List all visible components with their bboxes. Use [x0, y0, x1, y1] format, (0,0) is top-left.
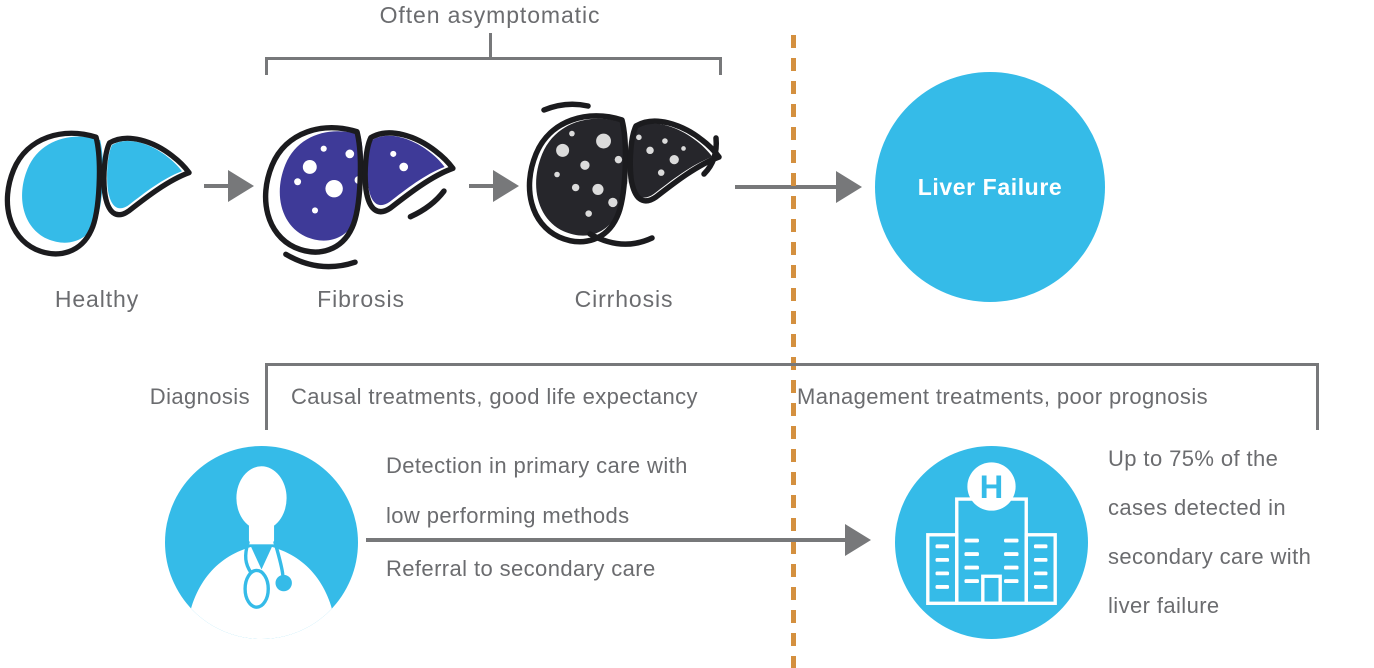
fibrosis-accent-bottom — [283, 251, 358, 270]
stage-label-cirrhosis: Cirrhosis — [574, 286, 674, 312]
cirrhosis-accent-bottom — [587, 231, 655, 247]
cirrhosis-accent-top — [541, 101, 591, 113]
primary-care-line-1: Detection in primary care with — [386, 453, 688, 478]
arrow-fibrosis-cirrhosis-head — [493, 170, 519, 202]
arrow-to-liver-failure-head — [836, 171, 862, 203]
stage-label-fibrosis: Fibrosis — [317, 286, 405, 312]
hospital-building-icon: H — [895, 446, 1088, 639]
fibrosis-liver-outline — [262, 125, 456, 255]
doctor-coat — [186, 545, 337, 639]
healthy-liver-fill — [22, 136, 182, 243]
hospital-h-badge — [967, 462, 1016, 511]
dashed-divider-line — [791, 35, 796, 668]
cirrhosis-liver-icon — [526, 101, 722, 247]
liver-failure-node: Liver Failure — [875, 72, 1105, 302]
cirrhosis-accent-right — [701, 135, 719, 177]
secondary-care-line-3: secondary care with — [1108, 544, 1312, 569]
often-asymptomatic-label: Often asymptomatic — [379, 2, 601, 28]
secondary-care-line-4: liver failure — [1108, 593, 1220, 618]
secondary-care-line-1: Up to 75% of the — [1108, 446, 1279, 471]
management-treatments-label: Management treatments, poor prognosis — [797, 384, 1209, 409]
stethoscope-chestpiece — [275, 574, 292, 592]
fibrosis-liver-fill — [279, 131, 445, 241]
primary-care-line-2: low performing methods — [386, 503, 630, 528]
cirrhosis-dots — [554, 130, 686, 217]
liver-failure-label: Liver Failure — [917, 173, 1063, 200]
healthy-liver-outline — [4, 130, 192, 257]
arrow-referral-head — [845, 524, 871, 556]
treatment-phase-bracket — [265, 363, 1319, 430]
arrow-to-liver-failure — [735, 185, 836, 189]
diagnosis-label: Diagnosis — [149, 384, 250, 409]
bracket-stem — [489, 33, 492, 58]
hospital-circle-background — [895, 446, 1088, 639]
primary-care-line-3: Referral to secondary care — [386, 556, 656, 581]
stage-label-healthy: Healthy — [54, 286, 140, 312]
causal-treatments-label: Causal treatments, good life expectancy — [291, 384, 698, 409]
secondary-care-line-2: cases detected in — [1108, 495, 1287, 520]
doctor-avatar-icon — [165, 446, 358, 639]
cirrhosis-liver-outline — [526, 113, 722, 245]
fibrosis-dots — [294, 145, 409, 214]
fibrosis-liver-icon — [262, 125, 456, 270]
stethoscope-icon — [243, 540, 285, 609]
arrow-healthy-fibrosis — [204, 184, 230, 188]
asymptomatic-bracket — [265, 57, 722, 75]
doctor-collar — [249, 544, 274, 570]
healthy-liver-icon — [4, 130, 192, 257]
arrow-healthy-fibrosis-head — [228, 170, 254, 202]
arrow-fibrosis-cirrhosis — [469, 184, 495, 188]
arrow-referral — [366, 538, 847, 542]
cirrhosis-liver-fill — [536, 118, 713, 236]
hospital-h-letter: H — [980, 468, 1004, 505]
fibrosis-accent-right — [407, 188, 447, 220]
hospital-windows — [935, 538, 1048, 589]
